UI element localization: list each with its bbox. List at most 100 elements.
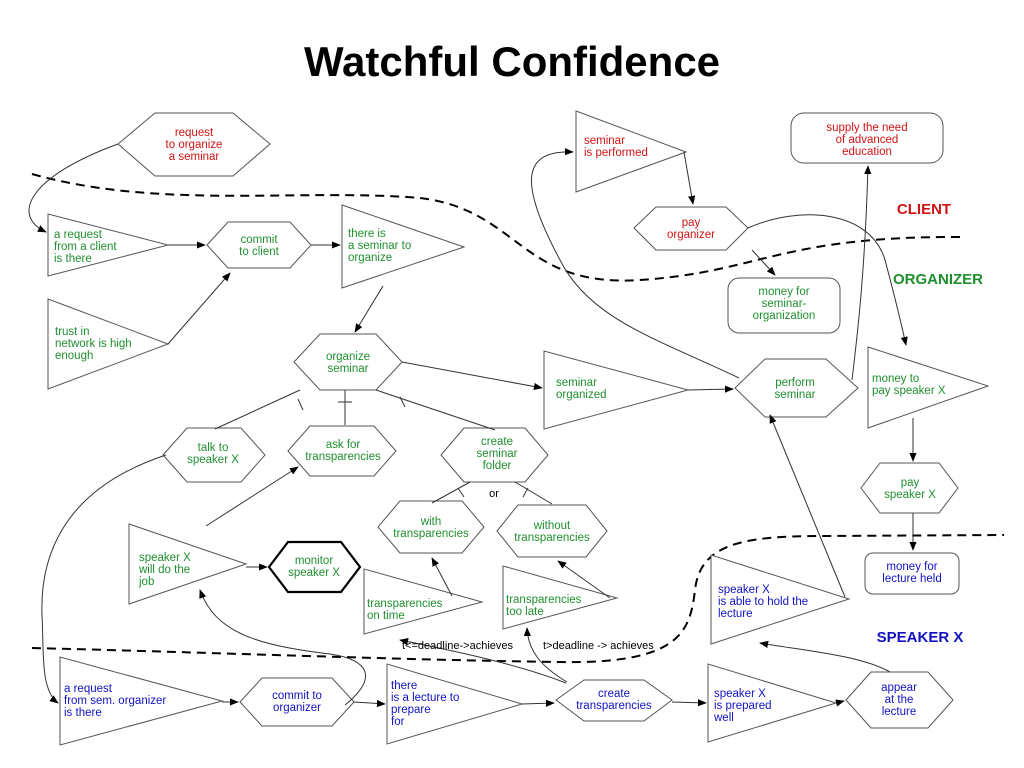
request-organize-line: to organize bbox=[166, 139, 223, 151]
request-organize-line: a seminar bbox=[169, 151, 220, 163]
with-transparencies-line: transparencies bbox=[393, 528, 469, 540]
supply-need-line: education bbox=[842, 146, 892, 158]
money-lecture-box bbox=[864, 552, 960, 595]
supply-need-box bbox=[790, 112, 944, 164]
organizer-speaker-boundary bbox=[31, 534, 1005, 664]
speaker-able-line: speaker X bbox=[718, 584, 770, 596]
money-lecture-line: lecture held bbox=[882, 573, 941, 585]
diagram-title: Watchful Confidence bbox=[304, 38, 720, 85]
seminar-organized-line: seminar bbox=[556, 377, 597, 389]
organize-seminar-line: organize bbox=[326, 351, 370, 363]
seminar-organized-triangle bbox=[543, 350, 690, 430]
request-sem-org-triangle bbox=[59, 656, 224, 746]
speaker-able-triangle bbox=[710, 554, 851, 645]
pay-speaker-line: speaker X bbox=[884, 489, 936, 501]
speaker-able-line: lecture bbox=[718, 608, 753, 620]
create-folder-line: create bbox=[481, 436, 513, 448]
pay-organizer-line: pay bbox=[682, 217, 701, 229]
money-seminar-org-line: organization bbox=[753, 310, 816, 322]
monitor-speaker-hexagon bbox=[267, 540, 362, 594]
deadline-le-label: t<=deadline->achieves bbox=[402, 640, 513, 652]
perform-seminar-line: perform bbox=[775, 377, 815, 389]
create-folder-line: seminar bbox=[477, 448, 518, 460]
speaker-prepared-line: speaker X bbox=[714, 688, 766, 700]
ask-transparencies-line: ask for bbox=[326, 439, 361, 451]
edges bbox=[28, 143, 917, 708]
transp-on-time-line: on time bbox=[367, 610, 405, 622]
speaker-will-do-triangle bbox=[128, 523, 248, 605]
pay-speaker-hexagon bbox=[860, 462, 959, 514]
transp-on-time-triangle bbox=[363, 568, 484, 635]
request-from-client-line: is there bbox=[54, 253, 92, 265]
create-transparencies-hexagon bbox=[555, 679, 673, 722]
request-from-client-line: from a client bbox=[54, 241, 117, 253]
transp-too-late-line: transparencies bbox=[506, 594, 582, 606]
ask-transparencies-hexagon bbox=[287, 425, 397, 477]
or-label: or bbox=[489, 488, 499, 500]
lecture-to-prepare-line: there bbox=[391, 680, 417, 692]
supply-need-line: of advanced bbox=[836, 134, 899, 146]
with-transparencies-hexagon bbox=[377, 500, 485, 554]
transp-too-late-line: too late bbox=[506, 606, 544, 618]
create-folder-line: folder bbox=[483, 460, 512, 472]
commit-organizer-line: organizer bbox=[273, 702, 321, 714]
request-sem-org-line: a request bbox=[64, 683, 113, 695]
speaker-will-do-line: will do the bbox=[138, 564, 190, 576]
seminar-performed-triangle bbox=[575, 110, 688, 193]
without-transparencies-hexagon bbox=[496, 504, 608, 558]
seminar-to-organize-line: a seminar to bbox=[348, 240, 411, 252]
seminar-to-organize-triangle bbox=[341, 204, 466, 289]
trust-network-line: trust in bbox=[55, 326, 90, 338]
speaker-zone-label: SPEAKER X bbox=[877, 629, 964, 646]
money-pay-speaker-line: money to bbox=[872, 373, 919, 385]
money-pay-speaker-line: pay speaker X bbox=[872, 385, 946, 397]
appear-lecture-line: lecture bbox=[882, 706, 917, 718]
money-seminar-org-line: seminar- bbox=[762, 298, 807, 310]
client-organizer-boundary bbox=[31, 173, 961, 282]
commit-organizer-line: commit to bbox=[272, 690, 322, 702]
seminar-performed-line: is performed bbox=[584, 147, 648, 159]
talk-speaker-hexagon bbox=[162, 427, 266, 483]
monitor-speaker-line: monitor bbox=[295, 555, 334, 567]
seminar-to-organize-line: there is bbox=[348, 228, 386, 240]
seminar-organized-line: organized bbox=[556, 389, 607, 401]
ask-transparencies-line: transparencies bbox=[305, 451, 381, 463]
organizer-zone-label: ORGANIZER bbox=[893, 271, 983, 288]
speaker-able-line: is able to hold the bbox=[718, 596, 808, 608]
request-sem-org-line: is there bbox=[64, 707, 102, 719]
perform-seminar-line: seminar bbox=[775, 389, 816, 401]
money-pay-speaker-triangle bbox=[867, 346, 990, 429]
without-transparencies-line: transparencies bbox=[514, 532, 590, 544]
trust-network-triangle bbox=[47, 298, 170, 390]
commit-client-line: to client bbox=[239, 246, 279, 258]
transp-on-time-line: transparencies bbox=[367, 598, 443, 610]
lecture-to-prepare-line: is a lecture to bbox=[391, 692, 459, 704]
